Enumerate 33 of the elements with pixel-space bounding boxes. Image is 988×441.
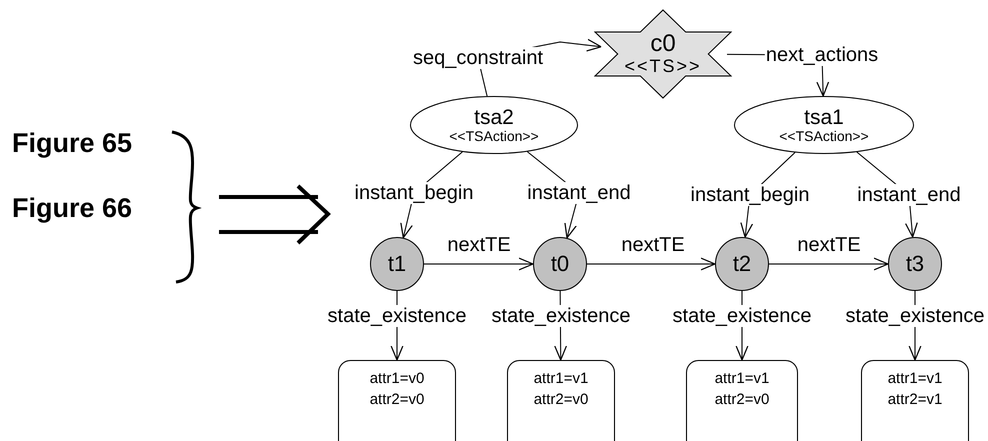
edge-label: instant_end [856, 184, 962, 206]
edge-label: instant_begin [354, 182, 474, 204]
arrow [586, 258, 716, 270]
arrow [424, 258, 534, 270]
node-name: t0 [550, 252, 570, 276]
stereotype-label: <<TSAction>> [449, 128, 539, 144]
stereotype-label: <<TS>> [624, 57, 702, 78]
node-name: c0 [650, 30, 676, 58]
arrow [768, 258, 889, 270]
attribute-value: attr1=v1 [534, 369, 588, 389]
edge-label: instant_end [526, 182, 632, 204]
figure-reference: Figure 65 [12, 128, 132, 159]
edge-label: seq_constraint [412, 47, 544, 69]
attribute-value: attr2=v0 [534, 390, 588, 410]
attribute-value: attr2=v0 [370, 390, 424, 410]
attribute-value: attr1=v1 [888, 369, 942, 389]
node-name: t3 [906, 252, 924, 276]
node-name: tsa2 [474, 106, 514, 129]
edge-label: state_existence [490, 305, 632, 327]
edge-label: state_existence [844, 305, 986, 327]
edge-label: state_existence [326, 305, 468, 327]
attribute-value: attr1=v1 [714, 369, 770, 389]
node-name: t1 [388, 252, 406, 276]
stereotype-label: <<TSAction>> [779, 128, 869, 144]
edge-label: instant_begin [690, 184, 810, 206]
node-name: tsa1 [804, 106, 844, 129]
attribute-value: attr2=v1 [888, 390, 942, 410]
node-name: t2 [732, 252, 752, 276]
figure-reference: Figure 66 [12, 193, 132, 224]
edge-label: state_existence [672, 305, 812, 327]
edge-label: next_actions [764, 44, 880, 66]
attribute-value: attr1=v0 [370, 369, 424, 389]
attribute-value: attr2=v0 [714, 390, 770, 410]
